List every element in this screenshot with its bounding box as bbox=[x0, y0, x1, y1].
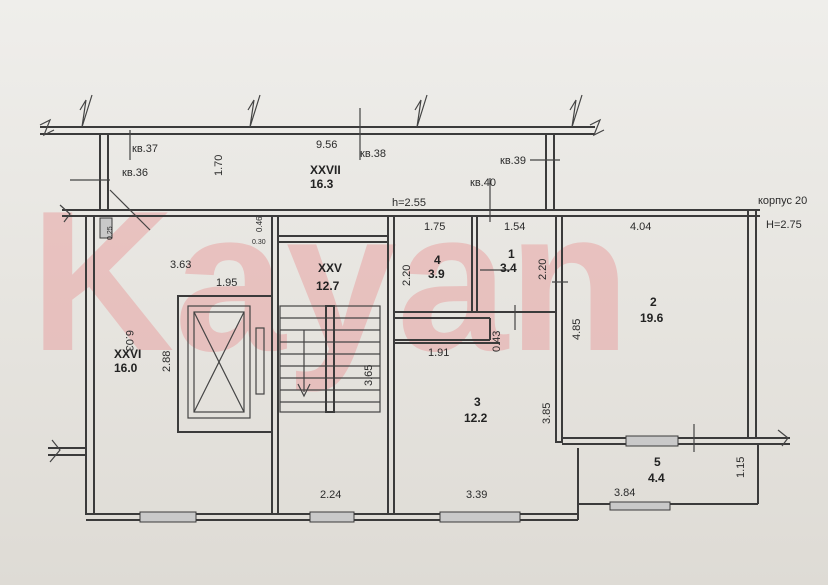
windows bbox=[99, 217, 679, 523]
room-area-2: 19.6 bbox=[640, 311, 664, 325]
watermark: Kayan bbox=[30, 170, 630, 393]
room-number-xxv: XXV bbox=[318, 261, 342, 275]
dimension-ticks bbox=[70, 108, 695, 452]
room-number-2: 2 bbox=[650, 295, 657, 309]
room-number-xxvi: XXVI bbox=[114, 347, 141, 361]
dim-485: 4.85 bbox=[571, 319, 583, 340]
room-number-xxvii: XXVII bbox=[310, 163, 341, 177]
dim-365: 3.65 bbox=[363, 365, 375, 386]
dim-385: 3.85 bbox=[541, 403, 553, 424]
dim-115: 1.15 bbox=[735, 457, 747, 478]
dim-025: 0.25 bbox=[107, 226, 114, 240]
elevator-shaft bbox=[177, 295, 273, 433]
dim-603: 6.03 bbox=[123, 330, 135, 351]
room-number-1: 1 bbox=[508, 247, 515, 261]
room-area-4: 3.9 bbox=[428, 267, 445, 281]
apt-label-38: кв.38 bbox=[360, 148, 386, 160]
dim-404: 4.04 bbox=[630, 221, 651, 233]
room-area-xxvi: 16.0 bbox=[114, 361, 138, 375]
dim-339: 3.39 bbox=[466, 489, 487, 501]
apt-label-39: кв.39 bbox=[500, 155, 526, 167]
room-area-xxv: 12.7 bbox=[316, 279, 340, 293]
dim-224: 2.24 bbox=[320, 489, 341, 501]
room-area-xxvii: 16.3 bbox=[310, 177, 334, 191]
apt-label-37: кв.37 bbox=[132, 143, 158, 155]
apt-label-40: кв.40 bbox=[470, 177, 496, 189]
room-area-3: 12.2 bbox=[464, 411, 488, 425]
dim-363: 3.63 bbox=[170, 259, 191, 271]
dim-043: 0.43 bbox=[491, 331, 503, 352]
dim-195: 1.95 bbox=[216, 277, 237, 289]
room-area-5: 4.4 bbox=[648, 471, 665, 485]
dim-154: 1.54 bbox=[504, 221, 525, 233]
dim-384: 3.84 bbox=[614, 487, 635, 499]
corpus-label: корпус 20 bbox=[758, 195, 807, 207]
dim-191: 1.91 bbox=[428, 347, 449, 359]
room-number-4: 4 bbox=[434, 253, 441, 267]
dim-170: 1.70 bbox=[213, 155, 225, 176]
room-area-1: 3.4 bbox=[500, 261, 517, 275]
building-height: H=2.75 bbox=[766, 219, 802, 231]
room-number-5: 5 bbox=[654, 455, 661, 469]
dim-220-a: 2.20 bbox=[401, 265, 413, 286]
dim-175: 1.75 bbox=[424, 221, 445, 233]
apt-label-36: кв.36 bbox=[122, 167, 148, 179]
dim-288: 2.88 bbox=[161, 351, 173, 372]
dim-956: 9.56 bbox=[316, 139, 337, 151]
dim-046: 0.46 bbox=[255, 216, 264, 232]
dim-030: 0.30 bbox=[252, 239, 266, 246]
staircase bbox=[279, 305, 381, 413]
floor-height: h=2.55 bbox=[392, 197, 426, 209]
room-number-3: 3 bbox=[474, 395, 481, 409]
dim-220-b: 2.20 bbox=[537, 259, 549, 280]
